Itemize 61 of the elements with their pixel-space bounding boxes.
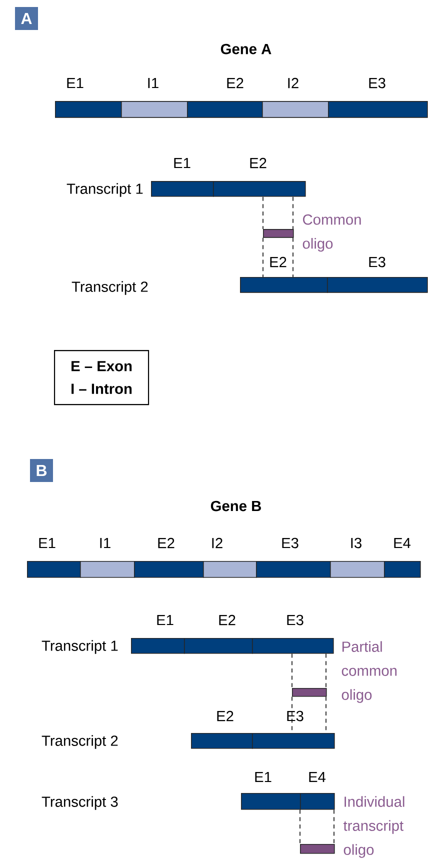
exon-segment: E3: [328, 78, 428, 118]
exon-segment: E1: [27, 538, 81, 578]
exon-segment: E3: [256, 538, 331, 578]
node-label: I3: [351, 538, 362, 548]
node-label: E4: [394, 538, 411, 548]
key-box: E – Exon I – Intron: [54, 350, 150, 406]
exon-segment: E1: [131, 614, 185, 654]
exon-segment: E1: [151, 158, 214, 197]
transcript-label: Transcript 2: [42, 735, 118, 749]
node-label: E3: [287, 710, 304, 722]
node-label: E1: [67, 78, 84, 88]
oligo-bar: Common oligo: [263, 214, 361, 252]
panel-badge: A: [15, 7, 38, 30]
node-label: E2: [158, 538, 174, 548]
node-label: I2: [212, 538, 222, 548]
node-label: I1: [148, 78, 158, 88]
gene-title: Gene A: [220, 44, 272, 54]
node-label: Partial common oligo: [342, 641, 397, 703]
guide-line: [262, 196, 264, 230]
exon-segment: E2: [134, 538, 204, 578]
node-label: E1: [174, 158, 190, 168]
intron-segment: I1: [80, 538, 135, 578]
node-label: E2: [217, 710, 234, 722]
node-label: E3: [287, 614, 304, 626]
node-label: E2: [250, 158, 266, 168]
exon-segment: E3: [252, 710, 335, 749]
guide-line: [262, 237, 264, 278]
exon-segment: E2: [240, 256, 328, 293]
node-label: E1: [255, 772, 272, 782]
node-label: E2: [270, 256, 286, 268]
node-label: E3: [282, 538, 298, 548]
guide-line: [292, 196, 294, 230]
transcript-label: Transcript 2: [72, 281, 148, 295]
transcript-label: Transcript 3: [42, 796, 118, 810]
exon-segment: E3: [327, 256, 428, 293]
node-label: E3: [369, 78, 386, 88]
exon-segment: E2: [187, 78, 263, 118]
exon-segment: E2: [184, 614, 253, 654]
node-label: Individual transcript oligo: [343, 796, 404, 858]
node-label: Common oligo: [302, 214, 361, 252]
exon-segment: E2: [213, 158, 306, 197]
exon-segment: E1: [241, 772, 301, 810]
panel-badge: B: [30, 459, 53, 482]
node-label: E4: [309, 772, 326, 782]
transcript-label: Transcript 1: [42, 640, 118, 654]
intron-segment: I1: [121, 78, 188, 118]
node-label: E1: [157, 614, 174, 626]
guide-line: [292, 237, 294, 278]
node-label: I1: [100, 538, 110, 548]
node-label: E1: [39, 538, 56, 548]
exon-segment: E2: [191, 710, 253, 749]
intron-segment: I2: [203, 538, 257, 578]
intron-segment: I2: [262, 78, 329, 118]
exon-segment: E4: [384, 538, 421, 578]
intron-segment: I3: [330, 538, 385, 578]
exon-segment: E1: [55, 78, 122, 118]
node-label: I2: [288, 78, 298, 88]
node-label: E3: [369, 256, 386, 268]
gene-title: Gene B: [210, 500, 261, 512]
node-label: E2: [219, 614, 236, 626]
node-label: E2: [227, 78, 244, 88]
